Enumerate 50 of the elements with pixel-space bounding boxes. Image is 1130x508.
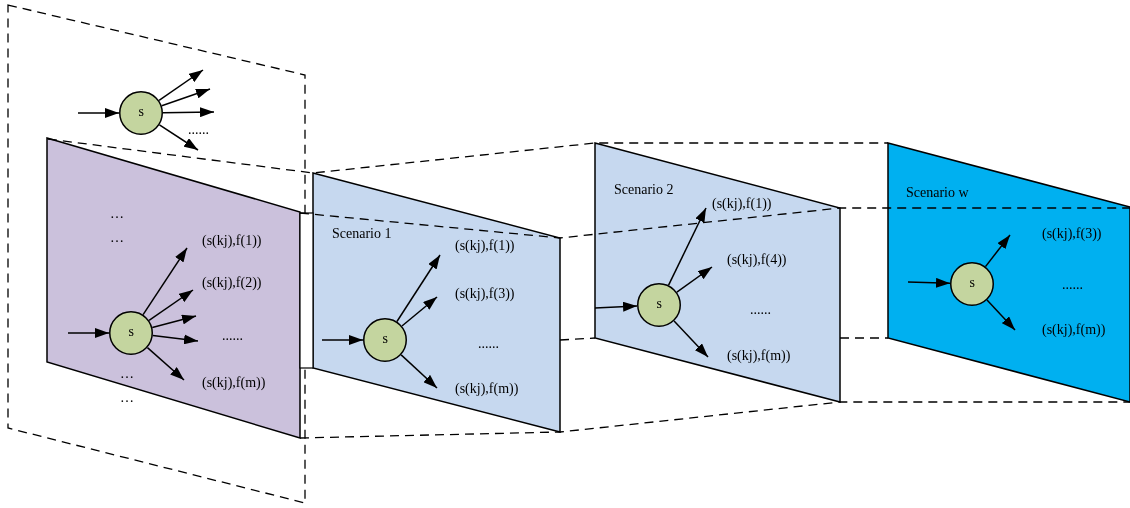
- arrow: [673, 320, 709, 358]
- state-label: s: [382, 331, 388, 347]
- state-label: s: [128, 324, 134, 340]
- ellipsis-text: ......: [478, 336, 499, 352]
- ellipsis-text: …: [120, 366, 134, 382]
- output-label: ......: [196, 316, 243, 344]
- ellipsis-text: ......: [1062, 277, 1083, 293]
- output-label: (s(kj),f(1)): [187, 233, 261, 249]
- output-label: (s(kj),f(3)): [1010, 226, 1101, 242]
- output-label: (s(kj),f(4)): [712, 252, 786, 268]
- arrow: [162, 107, 215, 118]
- ellipsis-text: …: [110, 230, 124, 246]
- output-label: (s(kj),f(1)): [706, 196, 771, 212]
- output-label: (s(kj),f(m)): [708, 348, 790, 364]
- state-label: s: [138, 104, 144, 120]
- arrow: [401, 296, 438, 327]
- arrow: [321, 335, 364, 345]
- ellipsis-text: …: [120, 390, 134, 406]
- scenario-title: Scenario w: [906, 185, 969, 201]
- output-label: (s(kj),f(1)): [440, 238, 514, 255]
- arrow: [676, 266, 713, 293]
- arrow: [161, 88, 211, 107]
- scenario-title: Scenario 1: [332, 226, 392, 242]
- output-label: (s(kj),f(3)): [437, 286, 514, 302]
- arrow: [984, 234, 1011, 268]
- state-label: s: [969, 275, 975, 291]
- arrow: [396, 254, 441, 323]
- output-label: (s(kj),f(m)): [184, 375, 265, 391]
- arrow: [148, 289, 194, 322]
- arrow: [158, 69, 204, 102]
- arrow: [151, 314, 197, 329]
- output-label: (s(kj),f(2)): [193, 275, 261, 291]
- arrow: [77, 108, 120, 118]
- arrow: [142, 247, 188, 316]
- state-label: s: [656, 296, 662, 312]
- arrow: [986, 299, 1016, 331]
- arrow: [158, 124, 199, 151]
- output-label: (s(kj),f(m)): [437, 381, 518, 397]
- ellipsis-text: ......: [188, 122, 209, 138]
- arrow: [594, 301, 638, 312]
- ellipsis-text: …: [110, 206, 124, 222]
- arrow: [400, 354, 438, 389]
- ellipsis-text: ......: [750, 302, 771, 318]
- arrow: [67, 328, 110, 338]
- output-label: (s(kj),f(m)): [1015, 322, 1105, 338]
- arrow: [907, 277, 951, 288]
- arrow: [667, 207, 707, 286]
- arrow: [146, 346, 185, 381]
- scenario-title: Scenario 2: [614, 182, 674, 198]
- arrow: [152, 334, 199, 345]
